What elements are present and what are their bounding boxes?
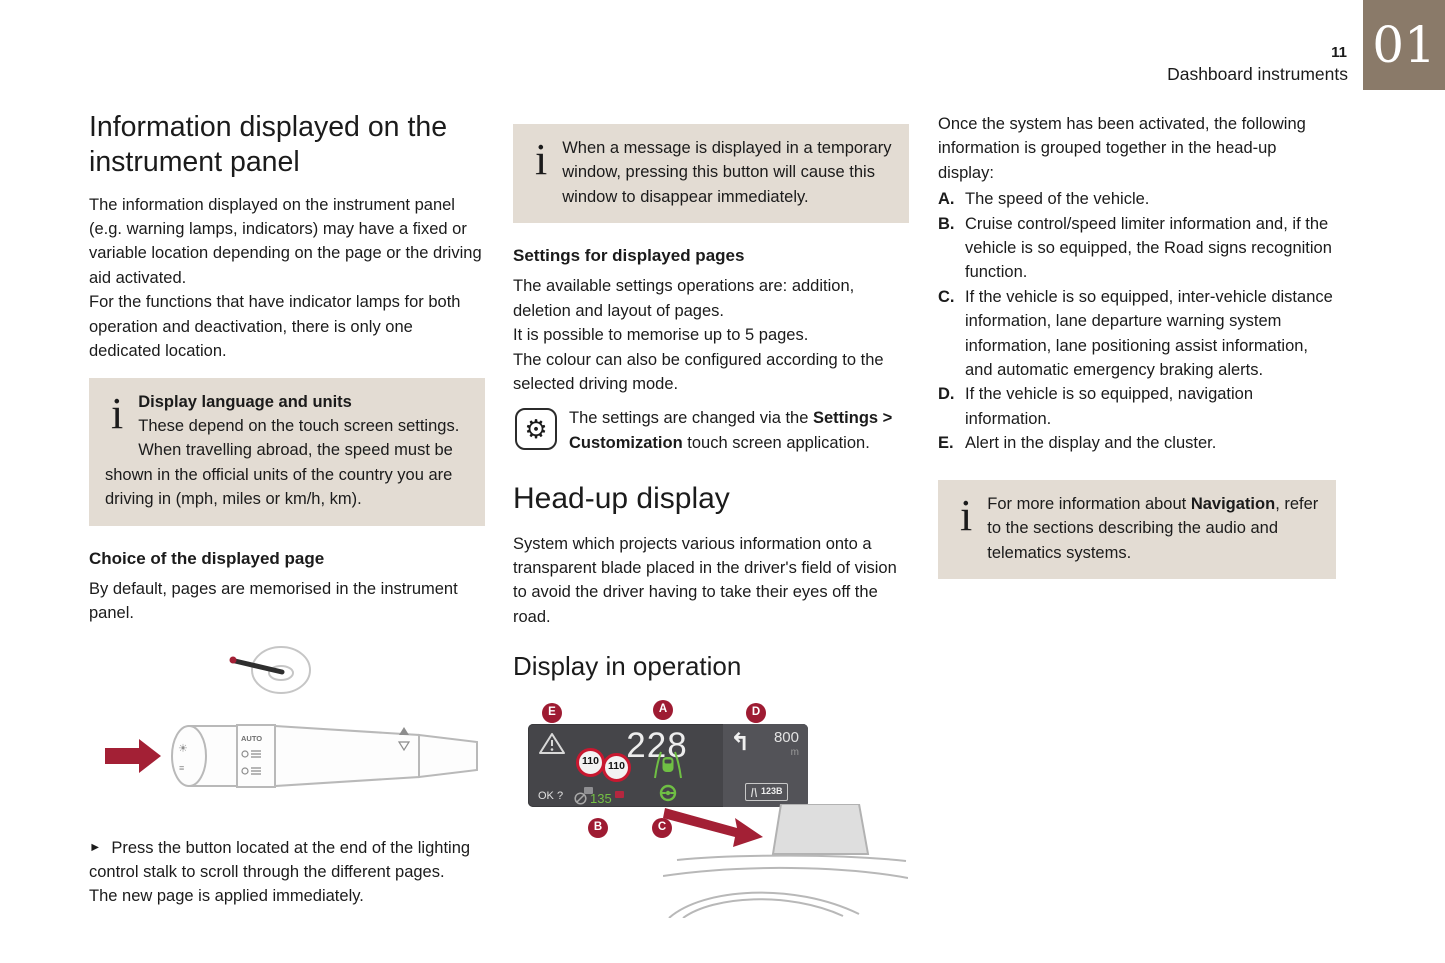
column-middle: When a message is displayed in a tempora…: [513, 0, 909, 918]
hud-illustration: E A D 228 110 110 OK ? 135: [513, 699, 909, 918]
body-paragraph: System which projects various informatio…: [513, 534, 897, 626]
settings-note-text: The settings are changed via the Setting…: [569, 409, 893, 452]
info-box-language-units: Display language and units These depend …: [89, 377, 485, 526]
callout-c: C: [652, 817, 672, 838]
column-left: Information displayed on the instrument …: [89, 0, 485, 909]
red-pointer-arrow: [663, 807, 763, 847]
info-icon: [535, 137, 547, 183]
list-item-text: The speed of the vehicle.: [965, 190, 1150, 209]
hud-blade-illustration: [663, 803, 908, 918]
list-item-label: B.: [938, 214, 955, 233]
lighting-stalk-illustration: ☀ ≡ AUTO: [105, 645, 478, 788]
column-right: Once the system has been activated, the …: [938, 0, 1336, 585]
hud-nav-panel: ↰ 800 m 123B: [723, 723, 808, 807]
distance-readout: 800 m: [773, 728, 799, 761]
memorised-green-value: 135: [590, 790, 612, 806]
body-paragraph: The new page is applied immediately.: [89, 887, 364, 906]
distance-value: 800: [773, 728, 799, 746]
list-item-label: D.: [938, 385, 955, 404]
settings-note: The settings are changed via the Setting…: [513, 406, 909, 455]
callout-e: E: [542, 702, 562, 723]
callout-a: A: [653, 699, 673, 720]
callout-d: D: [746, 702, 766, 723]
stalk-end-button: [229, 656, 237, 663]
infobox-paragraph: These depend on the touch screen setting…: [138, 416, 460, 435]
info-icon: [960, 493, 972, 539]
bullet-text: Press the button located at the end of t…: [89, 838, 471, 881]
chapter-number: 01: [1372, 16, 1436, 74]
list-item: C. If the vehicle is so equipped, inter-…: [938, 285, 1336, 383]
body-paragraph: The colour can also be configured accord…: [513, 350, 884, 393]
list-item-text: Alert in the display and the cluster.: [965, 434, 1217, 453]
lane-assist-steering-icon: [659, 784, 677, 801]
red-arrow: [105, 738, 161, 773]
list-item: E. Alert in the display and the cluster.: [938, 431, 1336, 455]
speed-limit-sign: 110: [576, 747, 605, 777]
hud-screen: 228 110 110 OK ? 135: [528, 723, 808, 808]
list-item-label: C.: [938, 287, 955, 306]
settings-gear-icon: [515, 408, 557, 451]
body-paragraph: By default, pages are memorised in the i…: [89, 579, 458, 623]
page-title: Information displayed on the instrument …: [89, 111, 448, 179]
infobox-title-text: Display language and units: [138, 392, 352, 411]
infobox-title: Display language and units: [105, 390, 469, 414]
heading-head-up-display: Head-up display: [513, 482, 730, 516]
speed-limit-sub-icon: [584, 786, 593, 794]
section-title: Dashboard instruments: [1167, 64, 1348, 84]
speed-limit-sign: 110: [602, 752, 631, 782]
list-item-text: If the vehicle is so equipped, navigatio…: [965, 385, 1254, 428]
list-item-text: If the vehicle is so equipped, inter-veh…: [965, 287, 1333, 380]
hud-info-list: A. The speed of the vehicle. B. Cruise c…: [938, 187, 1336, 455]
distance-unit: m: [790, 746, 799, 758]
road-number: 123B: [761, 786, 783, 797]
list-item-label: A.: [938, 190, 955, 209]
instruction-bullet: Press the button located at the end of t…: [89, 836, 485, 885]
infobox-paragraph: When a message is displayed in a tempora…: [562, 139, 892, 206]
info-icon: [111, 391, 123, 437]
list-item: D. If the vehicle is so equipped, naviga…: [938, 382, 1336, 431]
page-number: 11: [1331, 44, 1347, 61]
svg-text:≡: ≡: [179, 763, 184, 773]
body-paragraph: Once the system has been activated, the …: [938, 115, 1306, 182]
memorised-speed-icon: [615, 790, 624, 798]
infobox-paragraph: When travelling abroad, the speed must b…: [105, 441, 453, 509]
heading-display-in-operation: Display in operation: [513, 651, 742, 682]
infobox-paragraph: For more information about Navigation, r…: [987, 494, 1319, 562]
body-paragraph: It is possible to memorise up to 5 pages…: [513, 326, 809, 345]
subheading-choice-of-page: Choice of the displayed page: [89, 548, 325, 568]
turn-left-arrow-icon: ↰: [730, 728, 751, 756]
svg-text:☀: ☀: [178, 743, 188, 755]
list-item: A. The speed of the vehicle.: [938, 187, 1336, 211]
end-of-limit-icon: [574, 792, 587, 805]
lane-position-icon: [654, 751, 682, 778]
list-item: B. Cruise control/speed limiter informat…: [938, 212, 1336, 285]
body-paragraph: The information displayed on the instrum…: [89, 195, 482, 287]
info-box-navigation: For more information about Navigation, r…: [938, 479, 1336, 579]
body-paragraph: For the functions that have indicator la…: [89, 293, 461, 361]
list-item-label: E.: [938, 434, 954, 453]
hud-ok-label: OK ?: [538, 789, 564, 802]
warning-triangle-icon: [539, 732, 565, 754]
junction-icon: [750, 787, 758, 798]
end-of-limit-group: 135: [574, 789, 612, 808]
auto-label: AUTO: [241, 734, 262, 743]
callout-b: B: [588, 817, 608, 838]
info-box-message: When a message is displayed in a tempora…: [513, 124, 909, 224]
list-item-text: Cruise control/speed limiter information…: [965, 214, 1332, 282]
body-paragraph: The available settings operations are: a…: [513, 277, 855, 320]
chapter-tab: 01: [1363, 0, 1445, 90]
road-sign-badge: 123B: [745, 783, 788, 801]
arrow-bullet-icon: [89, 839, 111, 857]
subheading-settings-pages: Settings for displayed pages: [513, 246, 745, 266]
